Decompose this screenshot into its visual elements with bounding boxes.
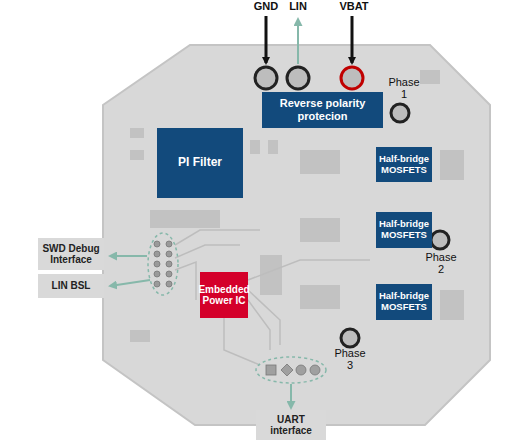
- pcb-board: [103, 45, 490, 425]
- pin: [154, 261, 160, 267]
- pin: [154, 241, 160, 247]
- pad: [150, 210, 220, 228]
- pad: [130, 330, 150, 342]
- pin: [166, 261, 172, 267]
- pin: [166, 241, 172, 247]
- dashed-outline: [256, 357, 326, 383]
- phase-terminal: [341, 329, 359, 347]
- pad: [268, 140, 278, 154]
- block-box: Half-bridge MOSFETS: [376, 212, 432, 248]
- pad: [300, 150, 340, 174]
- trace: [175, 262, 196, 300]
- uart-connector: [266, 364, 320, 376]
- leader-arrow: [110, 280, 150, 286]
- pad: [250, 140, 260, 154]
- block-label: Reverse polarity protecion: [264, 97, 381, 122]
- block-box: PI Filter: [157, 128, 243, 198]
- pin: [296, 365, 306, 375]
- block-label: Half-bridge MOSFETS: [378, 219, 430, 241]
- phase-label: Phase 3: [330, 347, 370, 371]
- block-box: SWD Debug Interface: [38, 238, 104, 270]
- pin: [154, 271, 160, 277]
- pin: [166, 251, 172, 257]
- phase-terminal: [431, 231, 449, 249]
- pin: [266, 365, 276, 375]
- block-box: Half-bridge MOSFETS: [376, 284, 432, 320]
- pin: [154, 251, 160, 257]
- output-arrow: [297, 19, 299, 64]
- phase-terminal: [391, 104, 409, 122]
- phase-label: Phase 1: [384, 76, 424, 100]
- block-label: SWD Debug Interface: [40, 243, 102, 266]
- pad: [300, 285, 340, 309]
- vbat-terminal: [341, 67, 363, 89]
- pad: [300, 218, 340, 242]
- trace: [248, 260, 370, 280]
- pad: [260, 255, 282, 295]
- pin: [166, 271, 172, 277]
- pad: [440, 290, 464, 320]
- leader-arrow: [110, 255, 147, 257]
- trace: [175, 230, 260, 245]
- terminals: [255, 67, 449, 347]
- block-box: Reverse polarity protecion: [262, 92, 383, 128]
- pcb-traces: [175, 230, 370, 365]
- block-label: Half-bridge MOSFETS: [378, 154, 430, 176]
- pad: [420, 70, 440, 84]
- block-label: PI Filter: [178, 156, 222, 170]
- trace: [248, 300, 270, 350]
- pin: [154, 281, 160, 287]
- trace: [175, 245, 240, 258]
- trace: [224, 318, 260, 365]
- gnd-terminal: [255, 67, 277, 89]
- trace: [248, 290, 280, 345]
- lin-terminal: [287, 67, 309, 89]
- pad: [130, 128, 144, 138]
- pad: [440, 150, 464, 180]
- pin: [281, 364, 293, 376]
- pcb-pads: [130, 70, 464, 342]
- signal-name: LIN: [284, 0, 312, 12]
- signal-name: VBAT: [334, 0, 374, 12]
- leader-arrow: [290, 384, 292, 408]
- block-label: LIN BSL: [52, 280, 91, 292]
- input-arrow: [351, 16, 354, 63]
- block-box: LIN BSL: [38, 274, 104, 298]
- block-box: Embedded Power IC: [200, 272, 248, 318]
- signal-name: GND: [248, 0, 284, 12]
- block-box: UART interface: [256, 410, 326, 440]
- block-label: Half-bridge MOSFETS: [378, 291, 430, 313]
- input-arrow: [265, 16, 268, 63]
- pin: [166, 281, 172, 287]
- phase-label: Phase 2: [421, 251, 461, 275]
- pin: [310, 365, 320, 375]
- debug-connector: [154, 241, 172, 287]
- dashed-outline: [148, 233, 178, 295]
- pad: [130, 150, 144, 160]
- block-label: UART interface: [258, 414, 324, 437]
- block-label: Embedded Power IC: [198, 284, 249, 307]
- block-box: Half-bridge MOSFETS: [376, 147, 432, 182]
